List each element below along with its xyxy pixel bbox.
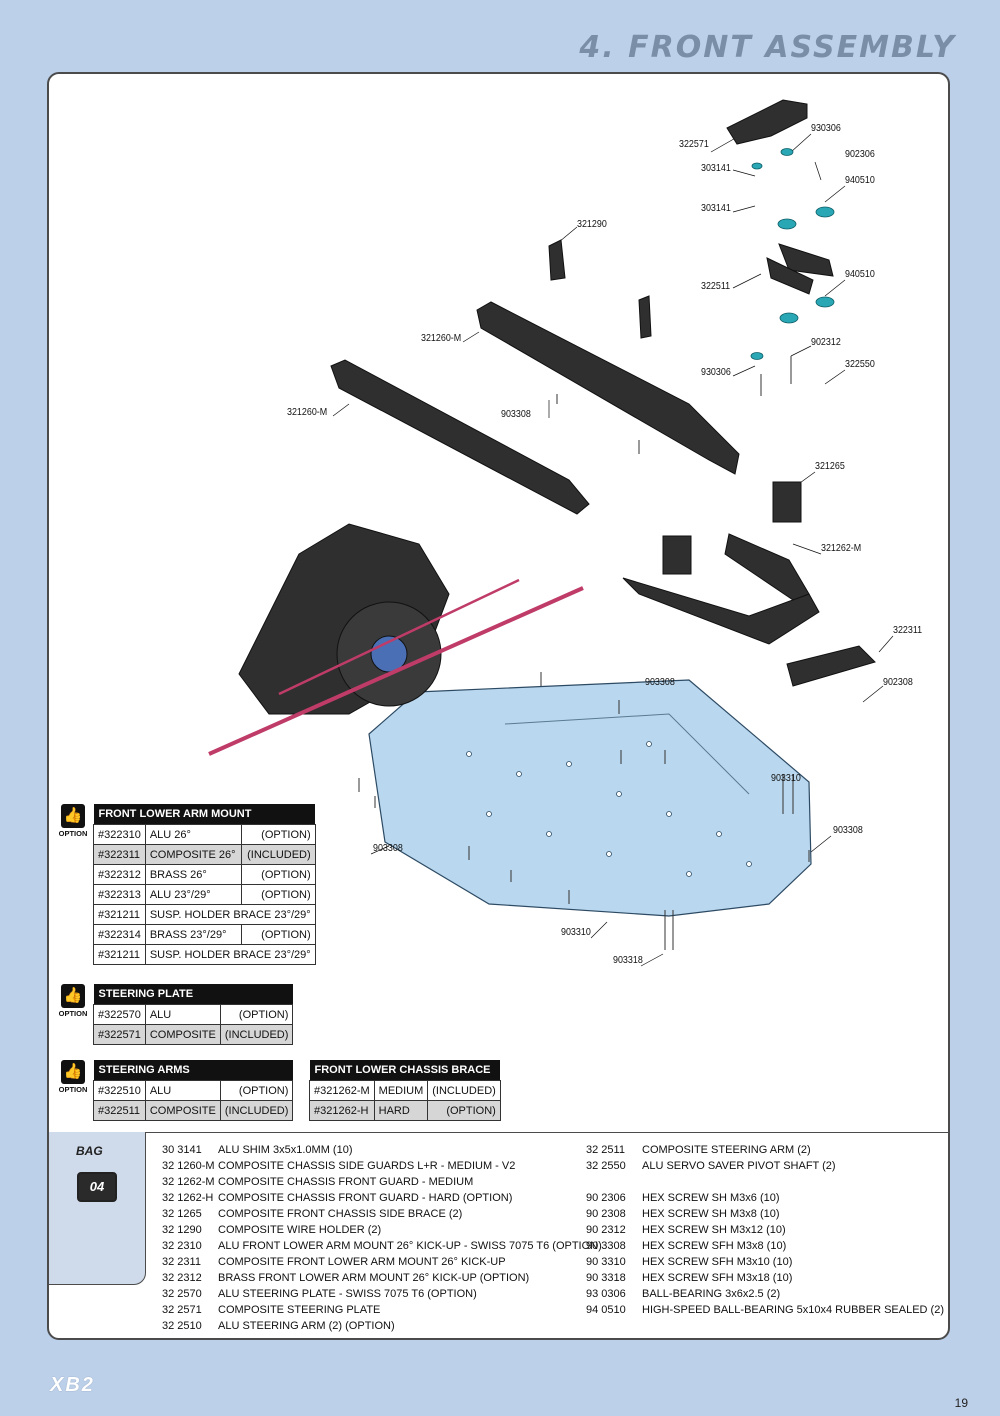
list-item bbox=[586, 1174, 944, 1190]
table-title: STEERING PLATE bbox=[93, 984, 293, 1005]
table-title: FRONT LOWER CHASSIS BRACE bbox=[309, 1060, 501, 1081]
table-title: FRONT LOWER ARM MOUNT bbox=[93, 804, 316, 825]
part-label: 903308 bbox=[501, 408, 531, 420]
brand-logo: XB2 bbox=[50, 1374, 95, 1396]
part-label: 930306 bbox=[701, 366, 731, 378]
bag-badge: BAG 04 bbox=[49, 1132, 146, 1285]
part-label: 322311 bbox=[893, 624, 923, 636]
part-label: 903308 bbox=[645, 676, 675, 688]
thumbs-up-icon: 👍 bbox=[61, 984, 85, 1008]
bag-number: 04 bbox=[77, 1172, 117, 1202]
part-label: 930306 bbox=[811, 122, 841, 134]
part-label: 321290 bbox=[577, 218, 607, 230]
thumbs-up-icon: 👍 bbox=[61, 1060, 85, 1084]
option-badge: 👍 OPTION bbox=[57, 1060, 89, 1094]
part-label: 303141 bbox=[701, 162, 731, 174]
table-title: STEERING ARMS bbox=[93, 1060, 293, 1081]
option-badge: 👍 OPTION bbox=[57, 984, 89, 1018]
part-label: 321260-M bbox=[421, 332, 462, 344]
part-label: 902312 bbox=[811, 336, 841, 348]
part-label: 321262-M bbox=[821, 542, 862, 554]
part-label: 321260-M bbox=[287, 406, 328, 418]
part-label: 321265 bbox=[815, 460, 845, 472]
assembly-panel: 322571 930306 303141 902306 940510 30314… bbox=[47, 72, 950, 1340]
page-number: 19 bbox=[954, 1396, 968, 1410]
part-label: 322550 bbox=[845, 358, 875, 370]
part-label: 902308 bbox=[883, 676, 913, 688]
part-label: 940510 bbox=[845, 268, 875, 280]
part-label: 903310 bbox=[771, 772, 801, 784]
part-label: 303141 bbox=[701, 202, 731, 214]
bag-label: BAG bbox=[76, 1144, 103, 1158]
part-label: 322571 bbox=[679, 138, 709, 150]
part-label: 903318 bbox=[613, 954, 643, 966]
part-label: 940510 bbox=[845, 174, 875, 186]
part-label: 903310 bbox=[561, 926, 591, 938]
thumbs-up-icon: 👍 bbox=[61, 804, 85, 828]
part-label: 903308 bbox=[833, 824, 863, 836]
section-divider bbox=[49, 1132, 948, 1133]
part-label: 322511 bbox=[701, 280, 731, 292]
part-label: 903308 bbox=[373, 842, 403, 854]
page-title: 4. FRONT ASSEMBLY bbox=[579, 30, 956, 65]
option-badge: 👍 OPTION bbox=[57, 804, 89, 838]
exploded-view-drawing bbox=[208, 99, 894, 967]
part-label: 902306 bbox=[845, 148, 875, 160]
